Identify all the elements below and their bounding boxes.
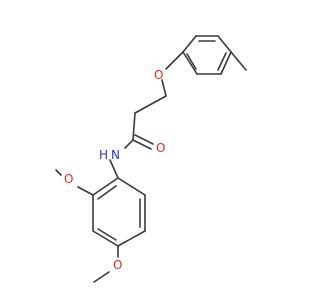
bond xyxy=(132,112,136,141)
bond xyxy=(55,169,62,176)
methoxy-oxygen-para-label: O xyxy=(113,258,122,272)
bond xyxy=(217,35,232,53)
bond xyxy=(77,186,94,196)
bond xyxy=(182,35,197,53)
bond xyxy=(220,51,232,75)
ether-oxygen-label: O xyxy=(154,68,163,82)
double-bond-inner xyxy=(217,52,227,71)
bond xyxy=(124,139,134,149)
methyl-bond xyxy=(230,51,247,71)
methoxy-oxygen-ortho-label: O xyxy=(64,172,73,186)
structure-canvas: O O H N O O xyxy=(55,35,247,283)
bond xyxy=(109,159,119,179)
double-bond-inner xyxy=(97,228,117,241)
carbonyl-bond xyxy=(132,139,152,150)
double-bond-inner xyxy=(186,53,197,70)
double-bond-inner xyxy=(97,185,117,200)
bond xyxy=(92,230,119,247)
dimethoxyphenyl-ring xyxy=(92,177,146,247)
amide-hydrogen-label: H xyxy=(99,148,108,162)
bond xyxy=(134,95,167,114)
bond xyxy=(161,79,167,97)
carbonyl-bond xyxy=(134,134,154,145)
bond xyxy=(182,51,198,75)
bond xyxy=(165,51,184,70)
amide-nitrogen-label: N xyxy=(111,148,120,162)
bond xyxy=(117,177,146,196)
bond xyxy=(93,271,110,283)
molecule-diagram: O O H N O O xyxy=(55,35,247,283)
bond xyxy=(117,230,146,247)
bond xyxy=(92,177,119,196)
carbonyl-oxygen-label: O xyxy=(156,141,165,155)
tolyl-ring xyxy=(182,35,232,75)
